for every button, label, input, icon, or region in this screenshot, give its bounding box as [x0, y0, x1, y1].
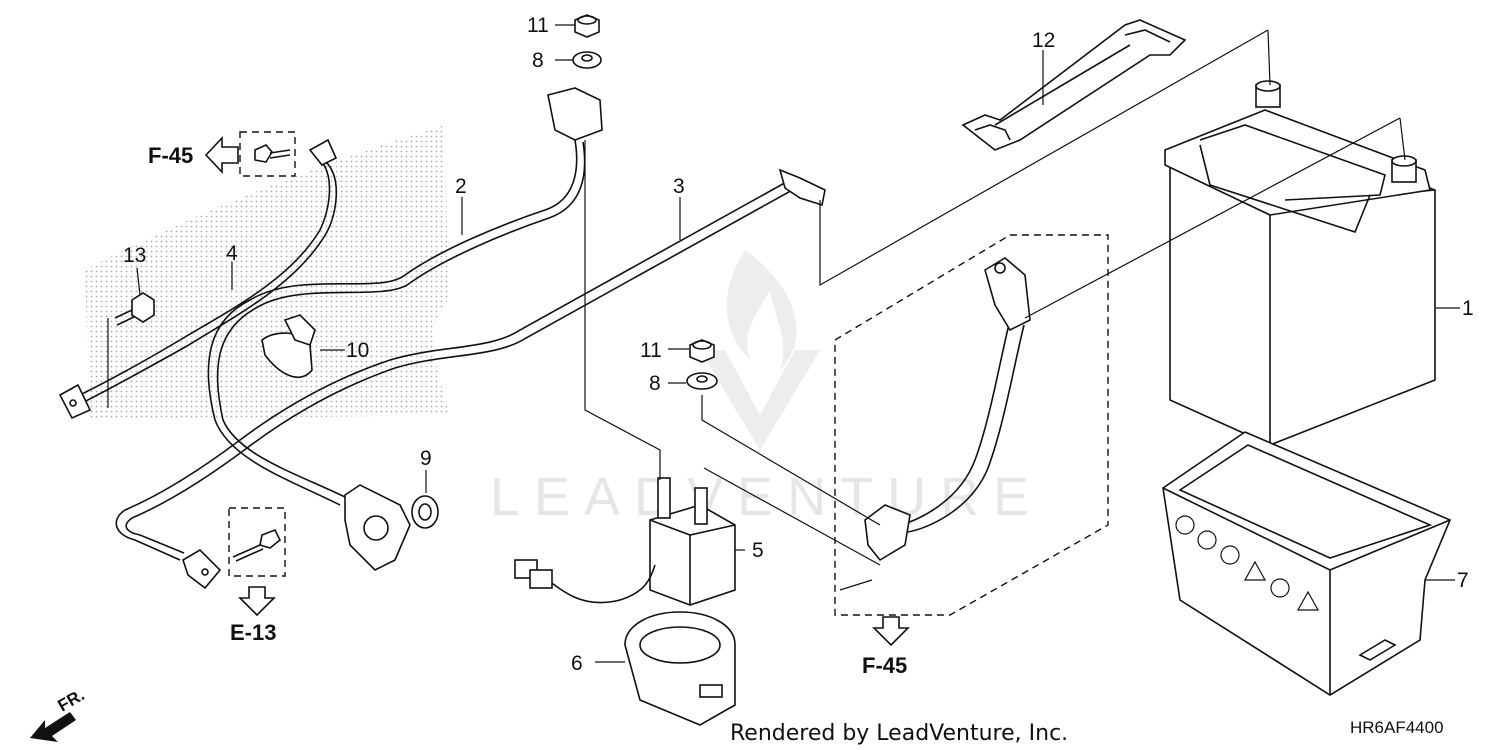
- ref-label-f45-left: F-45: [148, 143, 193, 168]
- callout-2: 2: [455, 175, 467, 198]
- ref-arrow-f45-bottom[interactable]: F-45: [862, 616, 910, 678]
- starter-magnetic-switch: [514, 477, 736, 606]
- terminal-boot: [411, 495, 439, 529]
- front-label: FR.: [55, 685, 88, 715]
- ref-label-e13: E-13: [230, 620, 276, 645]
- callout-9: 9: [420, 447, 432, 470]
- ref-label-f45-bottom: F-45: [862, 653, 907, 678]
- callout-12: 12: [1032, 29, 1055, 52]
- battery-terminal-negative: [1255, 80, 1281, 108]
- battery-terminal-positive: [1391, 155, 1417, 183]
- negative-cable: [58, 138, 338, 420]
- bolt-frame-bottom: [228, 507, 286, 577]
- bolt-frame-top: [239, 131, 296, 177]
- leader-lines: [107, 24, 1460, 663]
- switch-cover: [624, 611, 736, 726]
- ref-arrow-e13[interactable]: E-13: [230, 586, 276, 645]
- bolt-13: [114, 292, 155, 326]
- diagram-code: HR6AF4400: [1350, 718, 1444, 737]
- callout-7: 7: [1457, 569, 1469, 592]
- callout-5: 5: [752, 539, 764, 562]
- front-direction-arrow: FR.: [30, 685, 88, 742]
- callout-11-top: 11: [527, 14, 549, 37]
- callouts: 1 2 3 4 5 6 7 8 8 9 10 11 11 12 13: [123, 14, 1474, 675]
- cable-clamp: [261, 314, 316, 379]
- callout-4: 4: [226, 242, 238, 265]
- frame-shading: [85, 125, 450, 420]
- watermark-text: LEADVENTURE: [490, 467, 1043, 527]
- battery: [1164, 80, 1436, 446]
- nut-washer-top: [572, 14, 602, 69]
- positive-cable: [115, 168, 826, 590]
- callout-11-mid: 11: [640, 339, 662, 362]
- callout-8-top: 8: [532, 49, 544, 72]
- callout-8-mid: 8: [649, 372, 661, 395]
- starter-cable: [207, 87, 603, 571]
- callout-13: 13: [123, 244, 146, 267]
- watermark: LEADVENTURE: [490, 250, 1043, 527]
- rendered-by-credit: Rendered by LeadVenture, Inc.: [730, 721, 1068, 746]
- callout-3: 3: [673, 175, 685, 198]
- battery-band: [961, 19, 1187, 151]
- nut-washer-mid: [686, 339, 718, 390]
- ref-arrow-f45-left[interactable]: F-45: [148, 135, 239, 175]
- callout-10: 10: [346, 339, 369, 362]
- callout-1: 1: [1462, 297, 1474, 320]
- battery-case: [1162, 431, 1452, 696]
- battery-positive-lead: [834, 234, 1109, 616]
- callout-6: 6: [571, 652, 583, 675]
